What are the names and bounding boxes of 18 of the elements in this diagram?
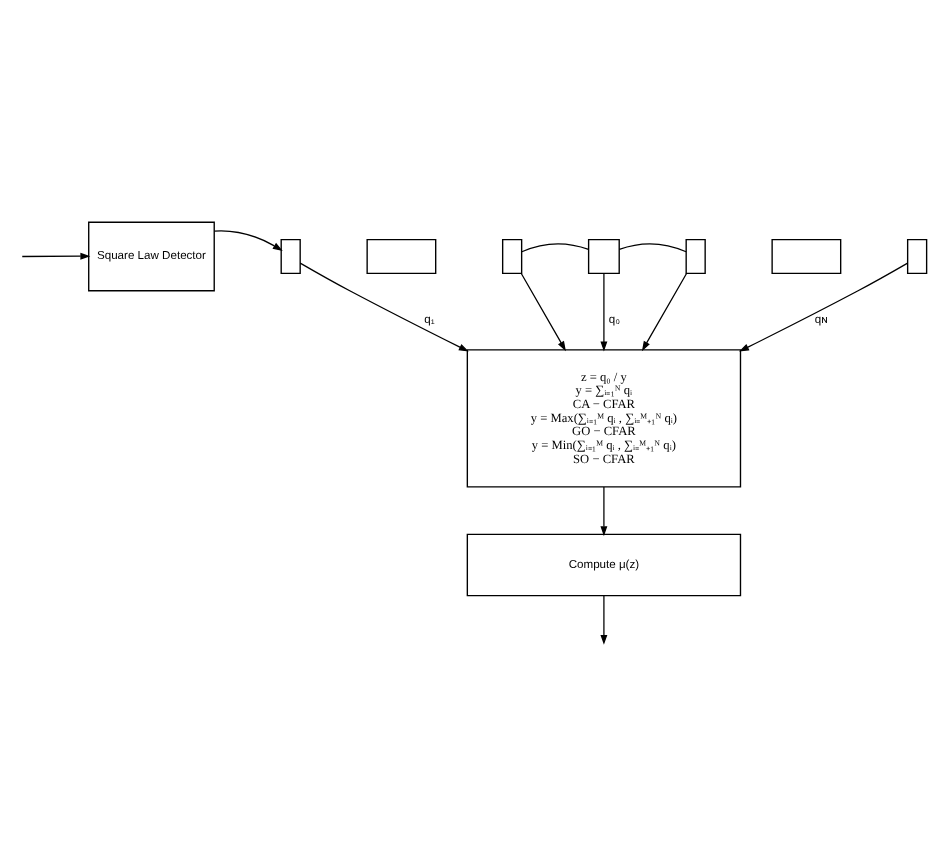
node-box xyxy=(366,237,437,274)
arrow xyxy=(739,261,909,351)
arrow xyxy=(213,229,283,250)
node-box xyxy=(906,237,928,274)
node-box xyxy=(280,237,301,274)
arrow xyxy=(520,271,566,351)
node-box xyxy=(502,237,523,274)
node-box xyxy=(685,237,706,274)
connector xyxy=(521,242,590,252)
arrow xyxy=(600,593,608,644)
arrow xyxy=(299,261,469,351)
node-box xyxy=(771,237,842,274)
node-box xyxy=(587,237,620,274)
arrow xyxy=(600,485,608,536)
arrow xyxy=(600,271,608,351)
arrow xyxy=(641,271,688,351)
arrow xyxy=(21,251,91,259)
connector xyxy=(618,242,687,252)
